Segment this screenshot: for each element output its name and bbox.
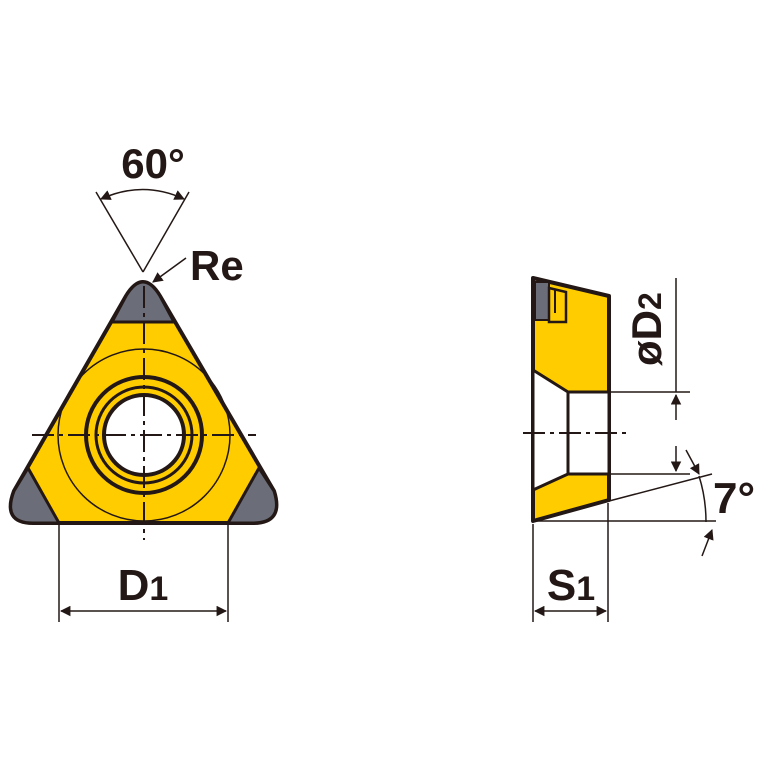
side-view: [523, 276, 716, 622]
side-corner-gray: [534, 281, 550, 321]
clearance-arrow-top: [685, 449, 700, 475]
re-label: Re: [190, 242, 244, 289]
clearance-angle-line: [532, 473, 713, 522]
re-leader-line: [152, 257, 187, 283]
angle-arc-60: [100, 188, 185, 200]
angle-60-label: 60°: [121, 140, 185, 187]
d2-label-main: D: [623, 310, 670, 340]
clearance-arc: [698, 475, 707, 523]
clearance-arrow-bottom: [701, 529, 714, 557]
angle-line-right: [142, 191, 190, 273]
side-chipbreaker-step: [547, 286, 568, 324]
d1-label: D1: [118, 561, 169, 610]
s1-label-sub: 1: [576, 570, 595, 608]
corner-tip-left: [9, 465, 62, 525]
d2-label-prefix: ø: [623, 340, 670, 366]
d2-label-sub: 2: [632, 292, 668, 310]
s1-label: S1: [547, 561, 595, 610]
corner-tip-right: [225, 465, 278, 525]
angle-7-label: 7°: [713, 474, 755, 523]
d1-label-sub: 1: [149, 570, 168, 608]
front-view: [8, 188, 279, 622]
s1-label-main: S: [547, 561, 576, 610]
d2-label: øD2: [623, 292, 670, 366]
d1-label-main: D: [118, 561, 150, 610]
angle-line-left: [95, 191, 144, 273]
